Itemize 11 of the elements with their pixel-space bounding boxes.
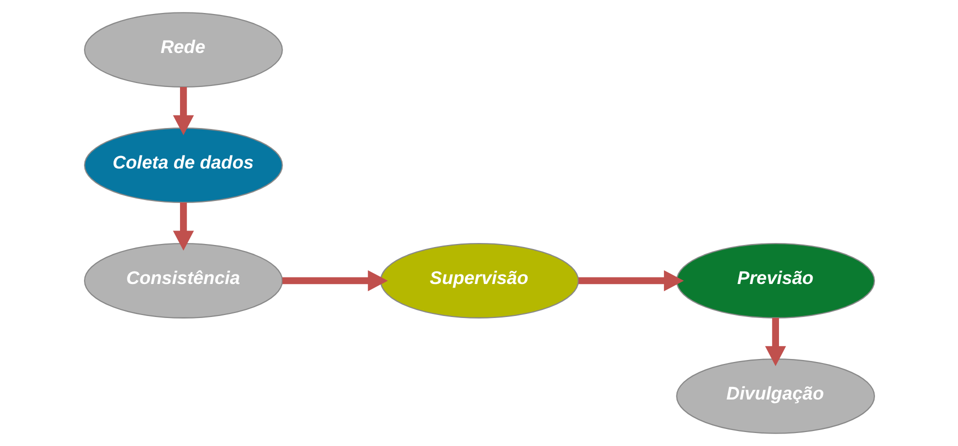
node-ellipse: Divulgação	[676, 358, 874, 434]
arrow	[578, 270, 684, 292]
node-ellipse: Consistência	[84, 243, 282, 318]
node-ellipse: Coleta de dados	[84, 128, 282, 203]
arrow	[172, 202, 194, 251]
arrow	[282, 270, 388, 292]
node-ellipse: Supervisão	[380, 243, 578, 318]
node-ellipse: Rede	[84, 12, 282, 88]
arrow	[172, 87, 194, 136]
node-ellipse: Previsão	[676, 243, 874, 318]
arrow	[764, 318, 786, 366]
